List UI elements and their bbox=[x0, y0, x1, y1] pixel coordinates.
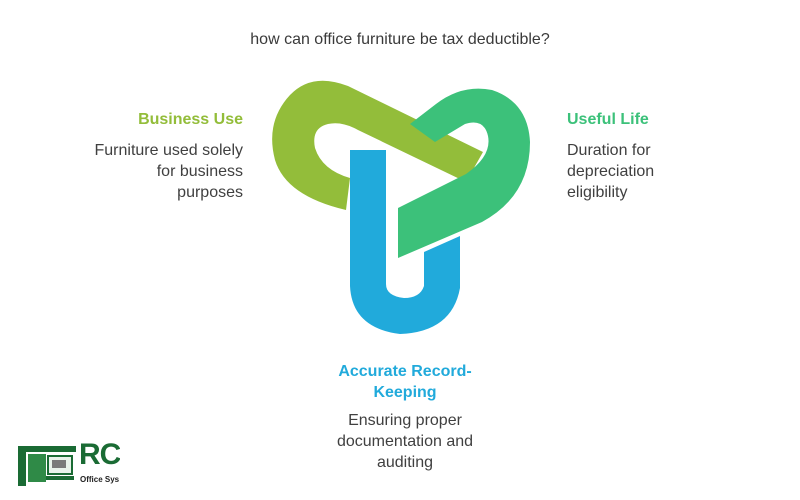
logo-letters: RC bbox=[79, 442, 120, 471]
useful-life-heading: Useful Life bbox=[567, 111, 649, 128]
office-building-icon bbox=[18, 446, 76, 486]
business-use-heading: Business Use bbox=[138, 111, 243, 128]
record-keeping-description: Ensuring proper documentation and auditi… bbox=[336, 412, 474, 471]
useful-life-description: Duration for depreciation eligibility bbox=[567, 142, 655, 201]
company-logo: RC Office Sys bbox=[16, 442, 120, 490]
page-title: how can office furniture be tax deductib… bbox=[250, 31, 550, 48]
useful-life-loop bbox=[398, 88, 530, 258]
business-use-loop bbox=[272, 80, 483, 211]
record-keeping-heading: Accurate Record-Keeping bbox=[338, 363, 472, 401]
record-keeping-loop bbox=[350, 150, 460, 334]
logo-subtitle: Office Sys bbox=[80, 475, 120, 484]
business-use-description: Furniture used solely for business purpo… bbox=[94, 142, 243, 201]
